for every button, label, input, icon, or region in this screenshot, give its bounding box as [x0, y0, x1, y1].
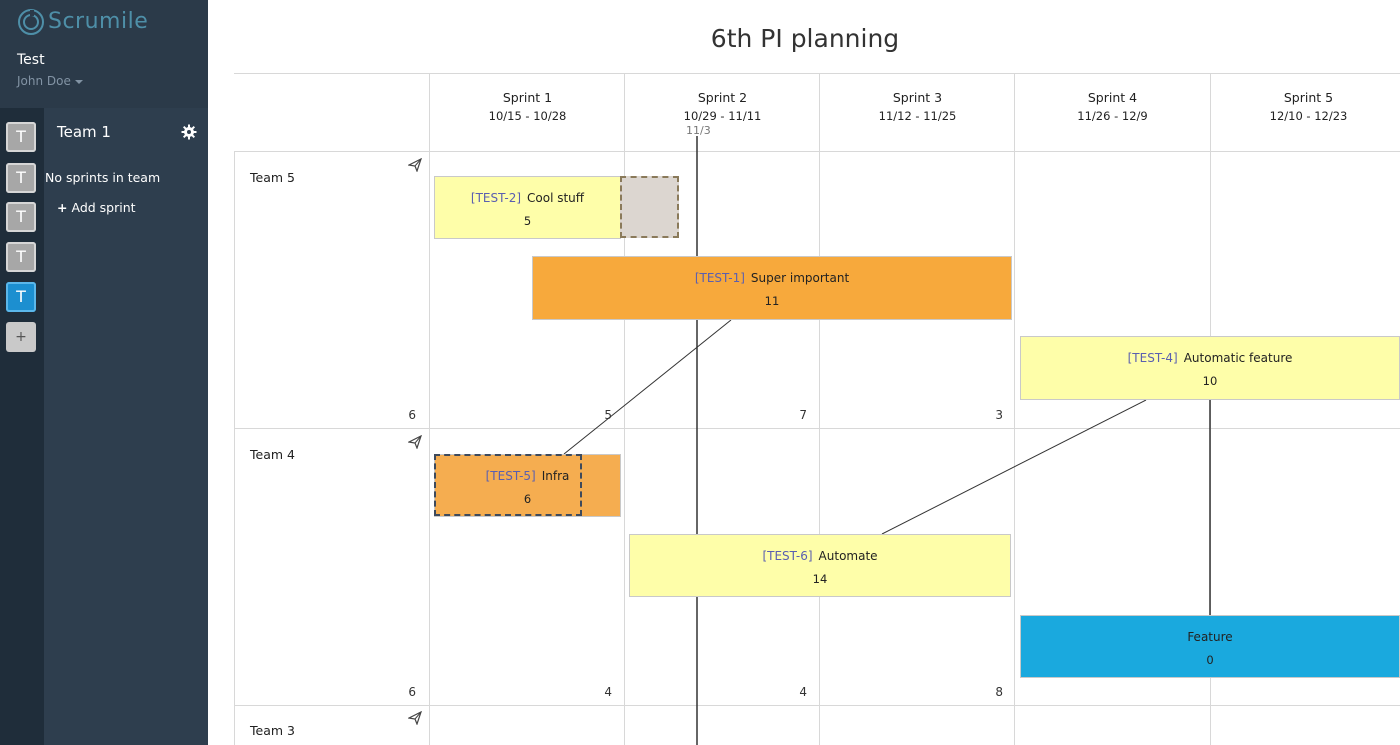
sprint-name: Sprint 1 — [502, 90, 553, 105]
team-tile-3[interactable]: T — [6, 202, 36, 232]
feature-key[interactable]: [TEST-6] — [762, 549, 813, 563]
capacity-value: 4 — [799, 685, 807, 699]
grid-line — [234, 428, 1400, 429]
feature-points: 5 — [523, 214, 532, 228]
dependency-line — [563, 319, 732, 455]
feature-points: 10 — [1202, 374, 1218, 388]
sprint-dates: 10/15 - 10/28 — [488, 109, 567, 123]
feature-points: 14 — [812, 572, 828, 586]
team-panel-title: Team 1 — [57, 123, 111, 141]
grid-line — [819, 73, 820, 745]
planning-board: Sprint 1 10/15 - 10/28 Sprint 2 10/29 - … — [234, 72, 1400, 745]
capacity-value: 6 — [408, 685, 416, 699]
gear-icon[interactable] — [181, 124, 197, 140]
sprint-name: Sprint 2 — [697, 90, 748, 105]
feature-points: 6 — [523, 492, 532, 506]
paper-plane-icon[interactable] — [408, 435, 422, 449]
sprint-header-1: Sprint 1 10/15 - 10/28 — [430, 90, 625, 123]
app-header: Scrumile Test John Doe — [0, 0, 208, 108]
team-tile-4[interactable]: T — [6, 242, 36, 272]
plus-icon: + — [57, 200, 68, 215]
grid-line — [234, 151, 235, 745]
sprint-name: Sprint 5 — [1283, 90, 1334, 105]
feature-key[interactable]: [TEST-1] — [694, 271, 745, 285]
grid-line — [234, 151, 1400, 152]
feature-key[interactable]: [TEST-2] — [470, 191, 522, 205]
project-name: Test — [17, 52, 45, 68]
feature-title: Super important — [750, 271, 850, 285]
add-team-button[interactable]: + — [6, 322, 36, 352]
today-label: 11/3 — [686, 124, 711, 137]
grid-line — [429, 73, 430, 745]
capacity-value: 8 — [995, 685, 1003, 699]
feature-card[interactable]: Feature 0 — [1020, 615, 1400, 678]
feature-title: Feature — [1187, 630, 1233, 644]
user-menu[interactable]: John Doe — [17, 74, 83, 88]
team-label: Team 3 — [250, 723, 295, 738]
sprint-dates: 10/29 - 11/11 — [683, 109, 762, 123]
sprint-dates: 11/26 - 12/9 — [1077, 109, 1148, 123]
paper-plane-icon[interactable] — [408, 711, 422, 725]
capacity-value: 5 — [604, 408, 612, 422]
feature-card-test-6[interactable]: [TEST-6] Automate 14 — [629, 534, 1011, 597]
feature-card-test-4[interactable]: [TEST-4] Automatic feature 10 — [1020, 336, 1400, 400]
sprint-header-5: Sprint 5 12/10 - 12/23 — [1211, 90, 1400, 123]
capacity-value: 3 — [995, 408, 1003, 422]
feature-title: Cool stuff — [527, 191, 585, 205]
sprint-dates: 11/12 - 11/25 — [878, 109, 957, 123]
feature-card-test-2[interactable]: [TEST-2] Cool stuff 5 — [434, 176, 621, 239]
feature-title: Automate — [818, 549, 878, 563]
feature-card-test-5[interactable]: [TEST-5] Infra 6 — [434, 454, 621, 517]
sprint-header-4: Sprint 4 11/26 - 12/9 — [1015, 90, 1210, 123]
capacity-value: 6 — [408, 408, 416, 422]
sprint-header-3: Sprint 3 11/12 - 11/25 — [820, 90, 1015, 123]
no-sprints-text: No sprints in team — [45, 170, 161, 185]
feature-title: Automatic feature — [1183, 351, 1293, 365]
sprint-dates: 12/10 - 12/23 — [1269, 109, 1348, 123]
team-tile-1[interactable]: T — [6, 122, 36, 152]
team-label: Team 4 — [250, 447, 295, 462]
feature-points: 0 — [1206, 653, 1214, 667]
capacity-value: 4 — [604, 685, 612, 699]
add-sprint-button[interactable]: +Add sprint — [57, 200, 136, 215]
team-tile-5[interactable]: T — [6, 282, 36, 312]
app-name: Scrumile — [48, 9, 149, 34]
feature-points: 11 — [764, 294, 780, 308]
sprint-name: Sprint 4 — [1087, 90, 1138, 105]
feature-key[interactable]: [TEST-5] — [485, 469, 536, 483]
grid-line — [234, 705, 1400, 706]
capacity-value: 7 — [799, 408, 807, 422]
logo-icon — [18, 9, 44, 35]
feature-key[interactable]: [TEST-4] — [1127, 351, 1178, 365]
chevron-down-icon — [74, 79, 83, 84]
team-tile-2[interactable]: T — [6, 163, 36, 193]
drag-outline — [434, 454, 582, 516]
drop-placeholder — [620, 176, 679, 238]
grid-line — [624, 73, 625, 745]
sprint-header-2: Sprint 2 10/29 - 11/11 — [625, 90, 820, 123]
grid-line — [1014, 73, 1015, 745]
grid-line — [234, 73, 1400, 74]
page-title: 6th PI planning — [710, 24, 900, 53]
add-sprint-label: Add sprint — [71, 200, 136, 215]
sidebar: Scrumile Test John Doe T T T T T + Team … — [0, 0, 208, 745]
sprint-name: Sprint 3 — [892, 90, 943, 105]
paper-plane-icon[interactable] — [408, 158, 422, 172]
feature-title: Infra — [541, 469, 570, 483]
feature-card-test-1[interactable]: [TEST-1] Super important 11 — [532, 256, 1012, 320]
team-label: Team 5 — [250, 170, 295, 185]
user-name: John Doe — [17, 74, 71, 88]
